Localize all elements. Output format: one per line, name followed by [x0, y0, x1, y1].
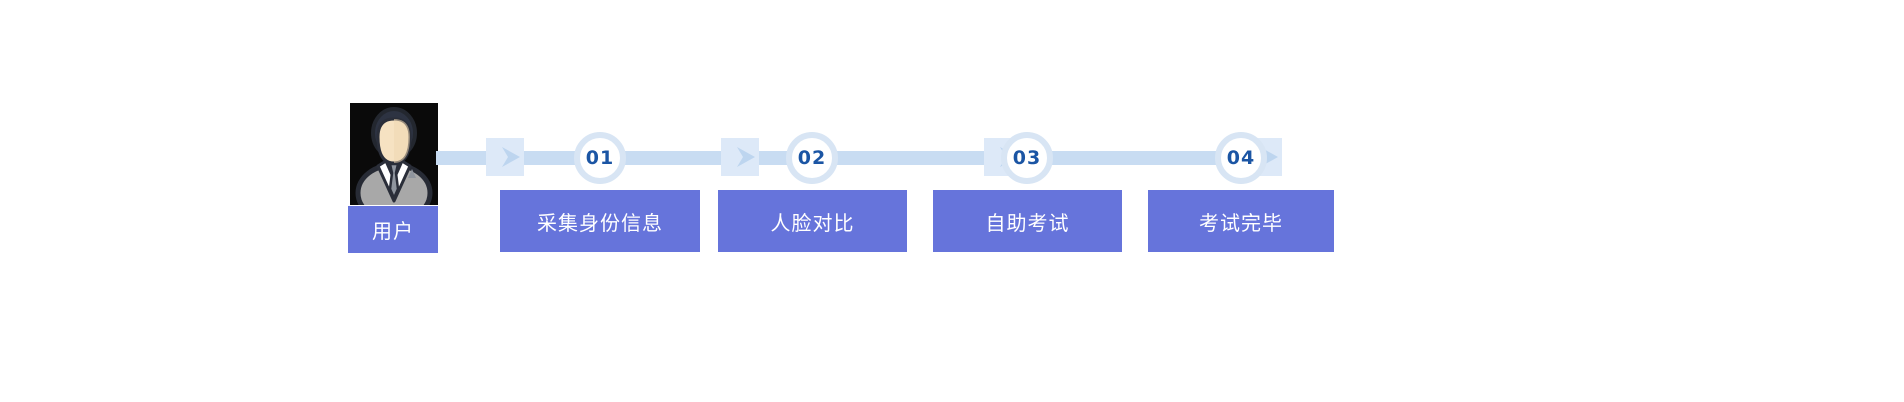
user-label: 用户 [372, 219, 414, 243]
arrow-right-icon [737, 147, 755, 167]
arrow-marker-1 [486, 138, 524, 176]
flow-line [436, 151, 1266, 165]
step-number: 04 [1226, 146, 1256, 169]
step-label: 采集身份信息 [537, 210, 663, 235]
step-circle-2: 02 [786, 132, 838, 184]
step-label: 自助考试 [985, 210, 1070, 235]
step-box-face-compare: 人脸对比 [718, 190, 907, 252]
step-number: 02 [797, 146, 827, 169]
step-number: 01 [585, 146, 615, 169]
user-label-box: 用户 [348, 206, 438, 253]
step-box-collect-identity: 采集身份信息 [500, 190, 700, 252]
step-box-self-exam: 自助考试 [933, 190, 1122, 252]
arrow-right-icon [502, 147, 520, 167]
arrow-marker-2 [721, 138, 759, 176]
step-label: 人脸对比 [770, 210, 855, 235]
step-number: 03 [1012, 146, 1042, 169]
step-circle-4: 04 [1215, 132, 1267, 184]
step-label: 考试完毕 [1199, 210, 1283, 235]
step-circle-3: 03 [1001, 132, 1053, 184]
user-avatar [350, 103, 438, 205]
step-box-exam-finished: 考试完毕 [1148, 190, 1334, 252]
step-circle-1: 01 [574, 132, 626, 184]
person-icon [350, 103, 438, 205]
